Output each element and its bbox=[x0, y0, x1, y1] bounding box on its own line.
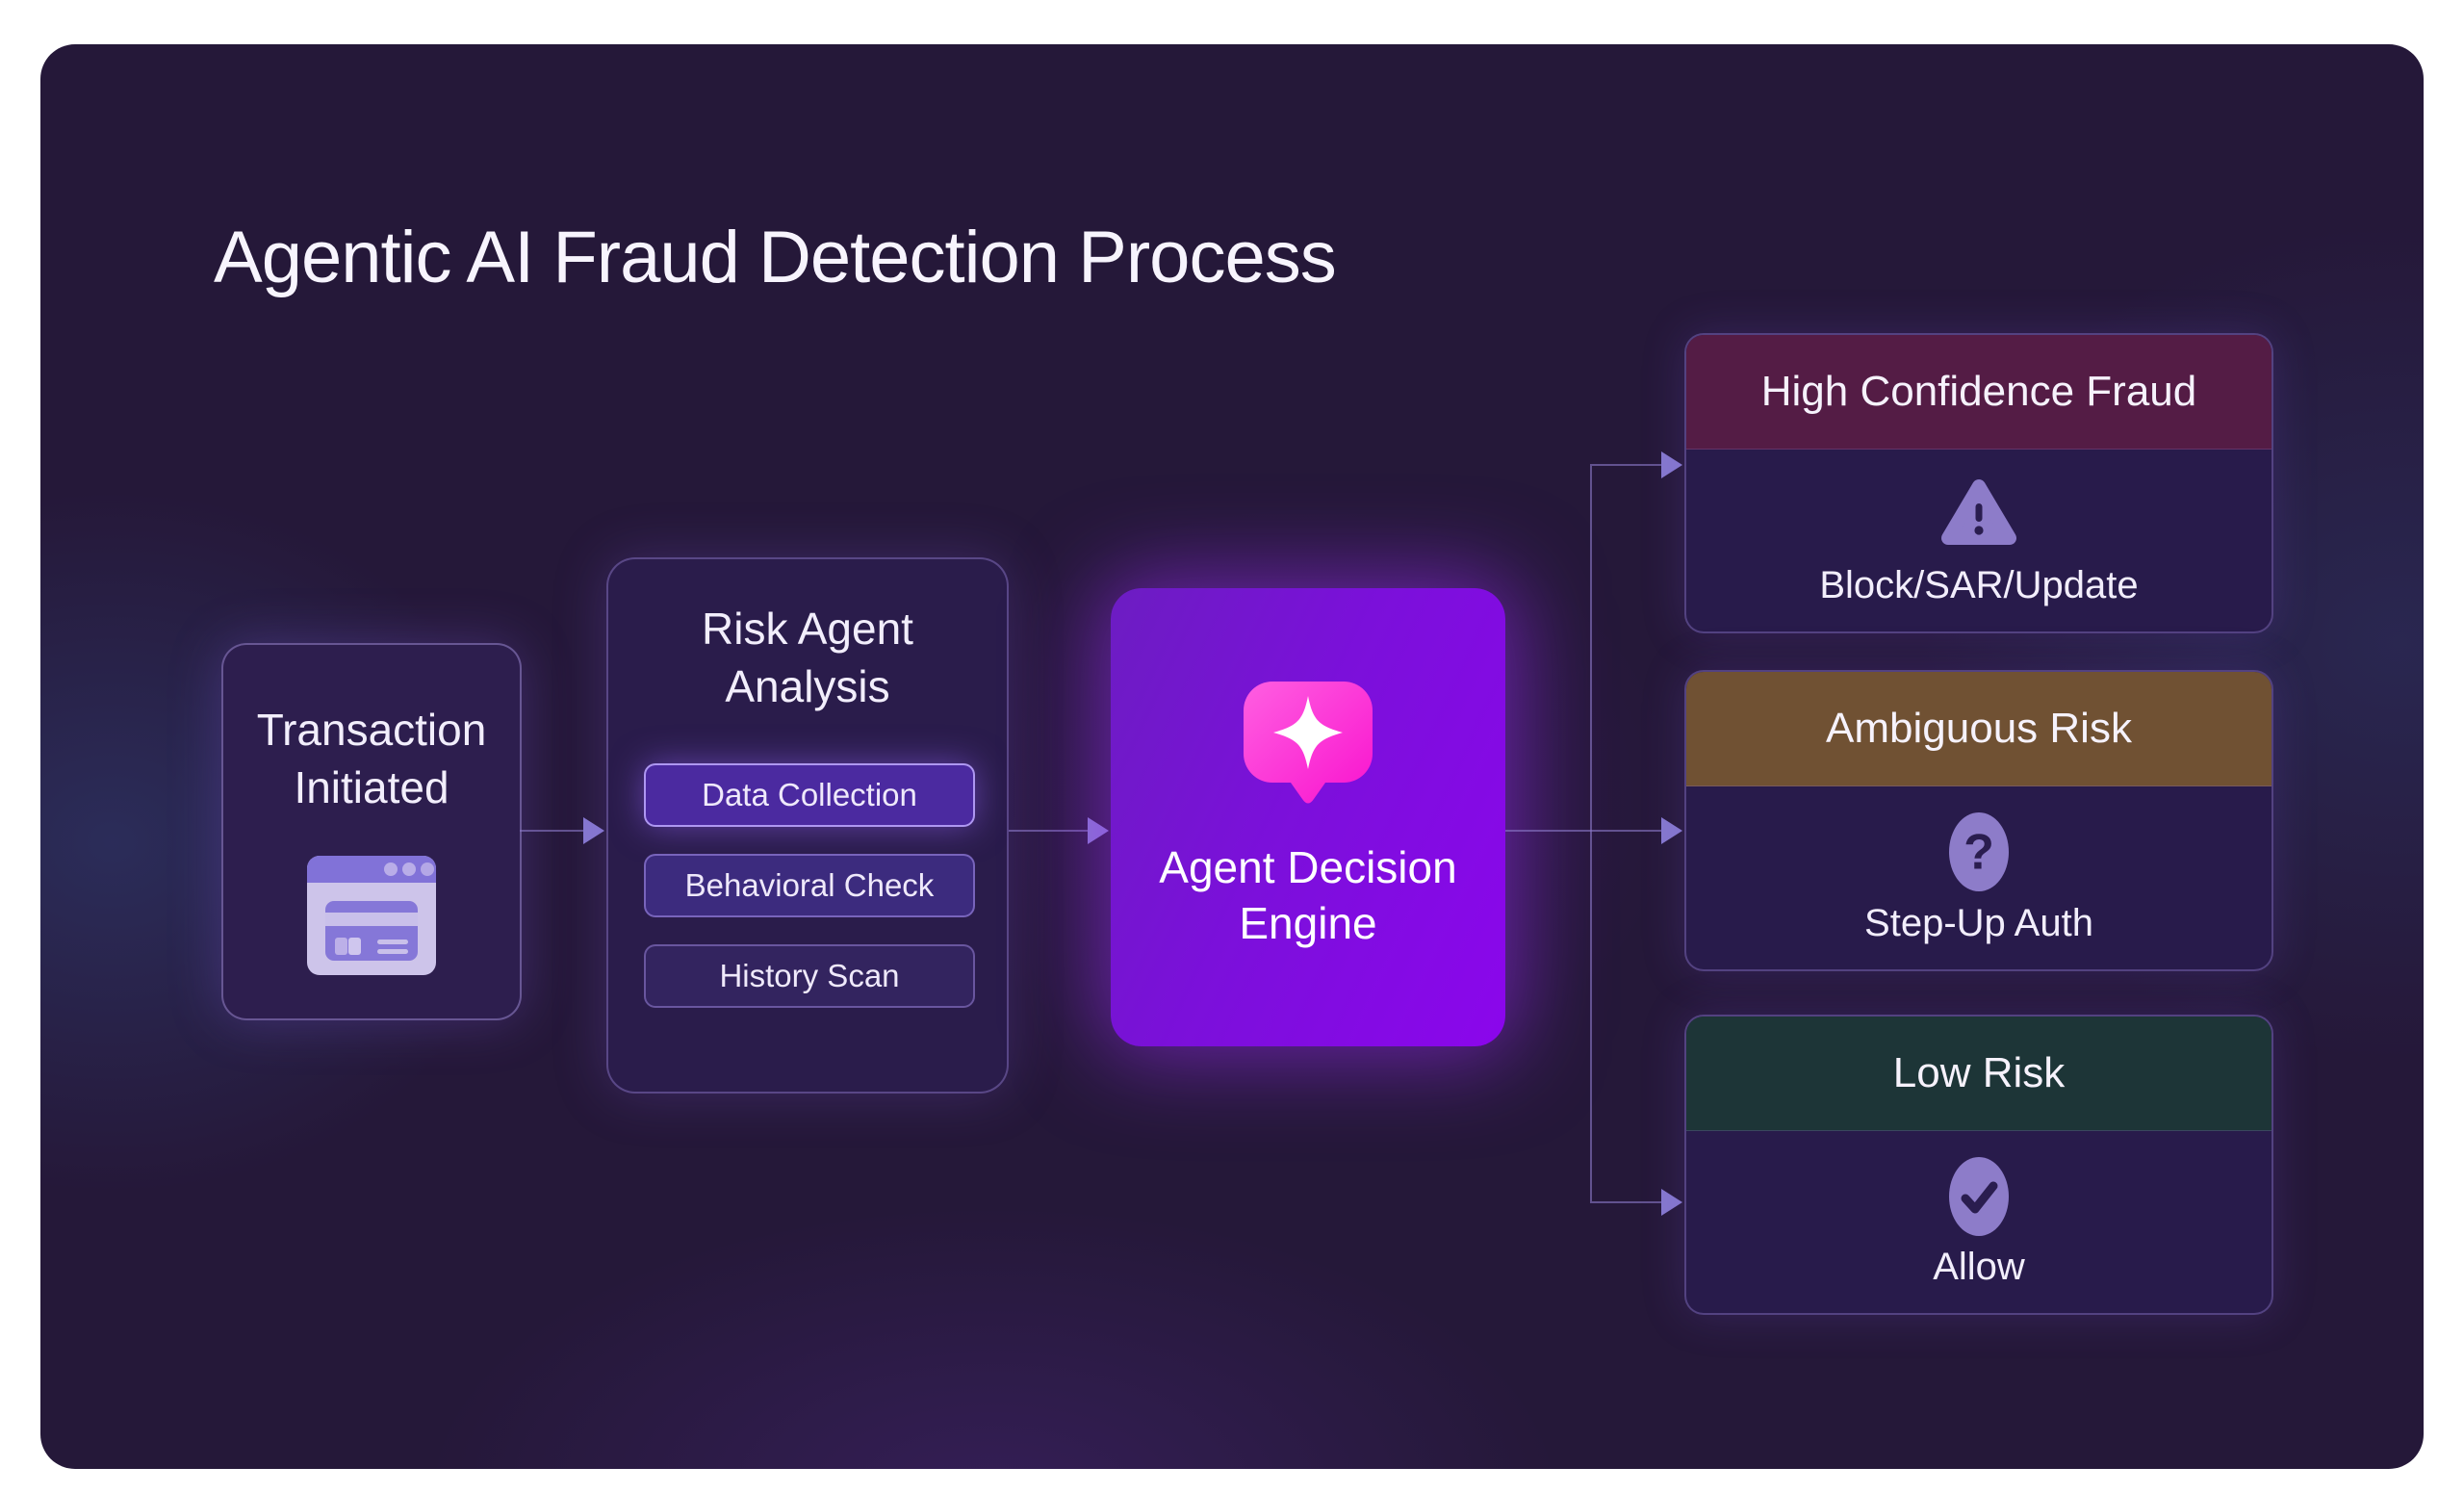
step-data-collection[interactable]: Data Collection bbox=[644, 763, 975, 827]
diagram-panel: Agentic AI Fraud Detection Process Trans… bbox=[40, 44, 2424, 1469]
high-confidence-fraud-body: Block/SAR/Update bbox=[1686, 450, 2272, 631]
risk-analysis-title: Risk Agent Analysis bbox=[702, 604, 913, 711]
arrowhead-branch-high bbox=[1661, 451, 1682, 478]
arrowhead-branch-ambiguous bbox=[1661, 817, 1682, 844]
node-agent-decision-engine[interactable]: Agent Decision Engine bbox=[1111, 588, 1505, 1046]
connector-engine-out bbox=[1505, 830, 1592, 832]
page-title: Agentic AI Fraud Detection Process bbox=[214, 217, 1337, 298]
check-mark-icon bbox=[1949, 1157, 2009, 1236]
node-risk-agent-analysis[interactable]: Risk Agent Analysis Data Collection Beha… bbox=[606, 557, 1009, 1094]
step-history-scan[interactable]: History Scan bbox=[644, 944, 975, 1008]
warning-triangle-icon bbox=[1941, 479, 2016, 545]
ambiguous-risk-action: Step-Up Auth bbox=[1864, 902, 2093, 944]
node-transaction-initiated[interactable]: Transaction Initiated bbox=[221, 643, 522, 1020]
low-risk-header: Low Risk bbox=[1686, 1017, 2272, 1131]
browser-payment-card-icon bbox=[307, 856, 436, 975]
ambiguous-risk-body: ? Step-Up Auth bbox=[1686, 786, 2272, 969]
sparkle-chat-bubble-icon bbox=[1244, 682, 1373, 804]
node-high-confidence-fraud[interactable]: High Confidence Fraud Block/SAR/Update bbox=[1684, 333, 2273, 633]
connector-transaction-to-risk bbox=[520, 830, 585, 832]
engine-label: Agent Decision Engine bbox=[1159, 842, 1457, 948]
connector-branch-ambiguous bbox=[1592, 830, 1663, 832]
step-label: Data Collection bbox=[702, 777, 917, 812]
question-mark-icon: ? bbox=[1949, 812, 2009, 891]
step-behavioral-check[interactable]: Behavioral Check bbox=[644, 854, 975, 917]
step-label: History Scan bbox=[719, 958, 900, 993]
arrowhead-branch-low bbox=[1661, 1189, 1682, 1216]
arrowhead-risk-to-engine bbox=[1088, 817, 1109, 844]
connector-branch-low bbox=[1592, 1201, 1663, 1203]
high-confidence-fraud-header: High Confidence Fraud bbox=[1686, 335, 2272, 450]
ambiguous-risk-header: Ambiguous Risk bbox=[1686, 672, 2272, 786]
connector-branch-high bbox=[1592, 464, 1663, 466]
node-low-risk[interactable]: Low Risk Allow bbox=[1684, 1015, 2273, 1315]
low-risk-body: Allow bbox=[1686, 1131, 2272, 1313]
step-label: Behavioral Check bbox=[684, 867, 935, 903]
arrowhead-transaction-to-risk bbox=[583, 817, 604, 844]
connector-branch-vertical bbox=[1590, 464, 1592, 1203]
low-risk-action: Allow bbox=[1933, 1246, 2025, 1288]
connector-risk-to-engine bbox=[1009, 830, 1090, 832]
svg-text:?: ? bbox=[1964, 825, 1994, 881]
node-ambiguous-risk[interactable]: Ambiguous Risk ? Step-Up Auth bbox=[1684, 670, 2273, 971]
transaction-label: Transaction Initiated bbox=[256, 705, 487, 812]
high-confidence-fraud-action: Block/SAR/Update bbox=[1819, 564, 2139, 606]
